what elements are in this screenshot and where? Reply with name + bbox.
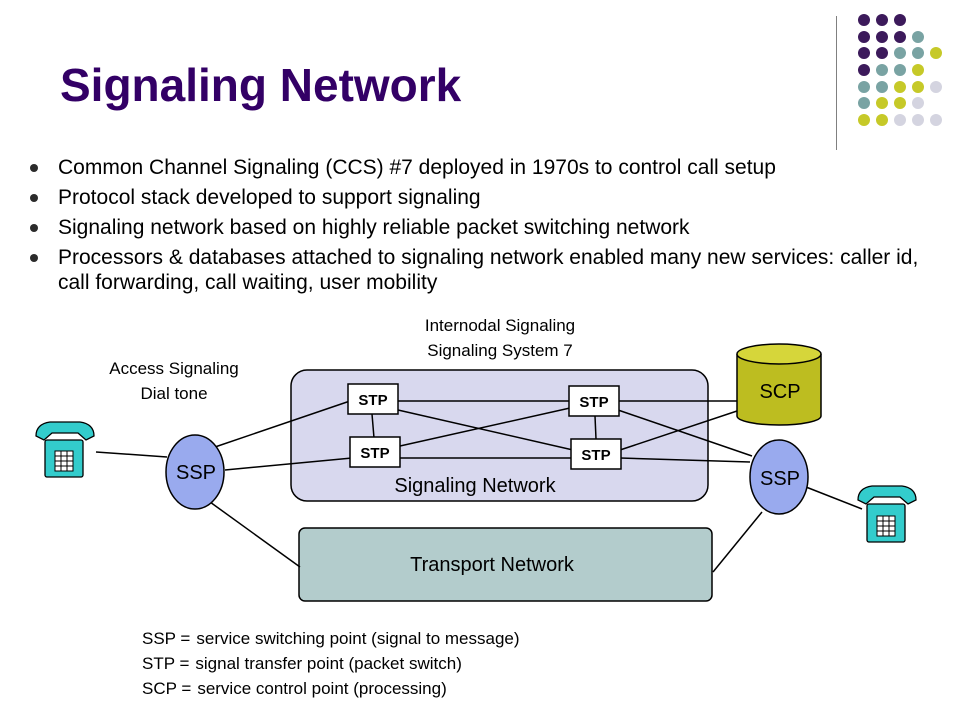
dot [858, 81, 870, 93]
stp-to-ssp-link [617, 409, 753, 457]
dot [894, 114, 906, 126]
stp-node: STP [347, 383, 399, 415]
decorative-divider [836, 16, 837, 150]
dot [912, 31, 924, 43]
dot [930, 47, 942, 59]
legend-definition: service switching point (signal to messa… [196, 629, 520, 648]
dot [876, 81, 888, 93]
legend-definition: signal transfer point (packet switch) [195, 654, 462, 673]
stp-to-ssp-link [619, 457, 751, 463]
bullet-icon [30, 194, 38, 202]
bullet-text: Signaling network based on highly reliab… [58, 216, 690, 239]
bullet-icon [30, 224, 38, 232]
internodal-label: Internodal Signaling [425, 316, 575, 335]
stp-label: STP [360, 445, 389, 462]
signaling-network-label: Signaling Network [394, 475, 556, 497]
bullet-item: Common Channel Signaling (CCS) #7 deploy… [30, 155, 950, 180]
stp-node: STP [349, 436, 401, 468]
legend-item: SSP = service switching point (signal to … [142, 626, 520, 651]
legend-abbr: STP = [142, 654, 190, 673]
dot [876, 14, 888, 26]
dot [876, 97, 888, 109]
ssp-node-right: SSP [749, 439, 809, 515]
telephone-icon [35, 421, 95, 478]
ssp-to-transport-link [712, 511, 763, 573]
ssp-label: SSP [176, 462, 216, 484]
ssp-label: SSP [760, 468, 800, 490]
dot [876, 114, 888, 126]
dot [858, 31, 870, 43]
telephone-icon [857, 485, 917, 543]
bullet-item: Processors & databases attached to signa… [30, 245, 950, 295]
dot [894, 97, 906, 109]
bullet-text: Protocol stack developed to support sign… [58, 186, 481, 209]
dot [858, 14, 870, 26]
dot [858, 47, 870, 59]
scp-database: SCP [736, 343, 822, 426]
stp-link [397, 409, 574, 451]
stp-label: STP [581, 447, 610, 464]
dot [912, 114, 924, 126]
ssp-to-phone-link [805, 486, 863, 510]
ss7-label: Signaling System 7 [427, 341, 573, 360]
stp-node: STP [568, 385, 620, 417]
bullet-item: Signaling network based on highly reliab… [30, 215, 950, 240]
stp-node: STP [570, 438, 622, 470]
bullet-item: Protocol stack developed to support sign… [30, 185, 950, 210]
dot [858, 64, 870, 76]
transport-network-box [298, 527, 713, 602]
legend: SSP = service switching point (signal to … [142, 626, 520, 701]
dot [858, 97, 870, 109]
ssp-to-transport-link [209, 501, 301, 568]
bullet-icon [30, 164, 38, 172]
scp-label: SCP [759, 381, 800, 403]
phone-to-ssp-link [95, 451, 168, 458]
legend-abbr: SSP = [142, 629, 191, 648]
dot [930, 114, 942, 126]
bullet-text: Processors & databases attached to signa… [58, 246, 919, 294]
dot [894, 47, 906, 59]
dot [894, 81, 906, 93]
dot [912, 47, 924, 59]
stp-link [399, 407, 571, 447]
dot [912, 97, 924, 109]
dot [858, 114, 870, 126]
dot [894, 31, 906, 43]
ssp-to-stp-link [214, 400, 351, 448]
network-links [95, 400, 863, 573]
bullet-list: Common Channel Signaling (CCS) #7 deploy… [30, 155, 950, 300]
dot [876, 64, 888, 76]
ssp-node-left: SSP [165, 434, 225, 510]
stp-link [594, 415, 597, 440]
legend-item: SCP = service control point (processing) [142, 676, 520, 701]
legend-item: STP = signal transfer point (packet switc… [142, 651, 520, 676]
dot [894, 64, 906, 76]
dot [930, 81, 942, 93]
decorative-dot-grid [850, 14, 950, 134]
legend-definition: service control point (processing) [197, 679, 447, 698]
page-title: Signaling Network [60, 59, 462, 111]
bullet-icon [30, 254, 38, 262]
dot [876, 47, 888, 59]
transport-network-label: Transport Network [410, 554, 575, 576]
dot [876, 31, 888, 43]
access-signaling-label: Access Signaling [109, 359, 238, 378]
stp-label: STP [358, 392, 387, 409]
stp-link [371, 413, 375, 439]
dot [912, 64, 924, 76]
ssp-to-stp-link [224, 457, 353, 471]
bullet-text: Common Channel Signaling (CCS) #7 deploy… [58, 156, 776, 179]
dot [912, 81, 924, 93]
stp-label: STP [579, 394, 608, 411]
dot [894, 14, 906, 26]
legend-abbr: SCP = [142, 679, 192, 698]
dial-tone-label: Dial tone [140, 384, 207, 403]
stp-to-scp-link [619, 409, 741, 451]
